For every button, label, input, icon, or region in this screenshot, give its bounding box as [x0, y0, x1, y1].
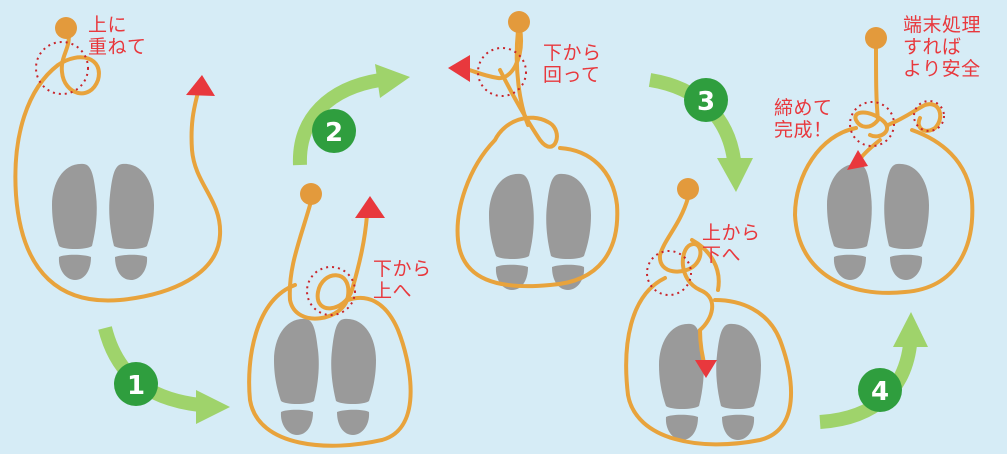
step-badge-3: 3 [684, 78, 728, 122]
rope-loop [455, 68, 620, 289]
highlight-circle [646, 250, 692, 296]
rope-loop [624, 276, 794, 447]
step-badge-2: 2 [312, 109, 356, 153]
step-badge-4-number: 4 [871, 377, 889, 407]
arrow-icon [847, 150, 868, 170]
rope-loop [247, 283, 413, 448]
panel-step-2 [247, 183, 413, 448]
rope-end-icon [55, 17, 77, 39]
step-badge-2-number: 2 [325, 118, 343, 148]
rope-loop [792, 126, 975, 295]
rope-knot [658, 196, 714, 372]
rope-crossing [287, 203, 369, 321]
step-4-label: 上から 下へ [702, 222, 761, 266]
step-badge-1-number: 1 [127, 371, 145, 401]
step-3-label: 下から 回って [543, 42, 602, 86]
panel-step-3 [448, 11, 620, 290]
footprints-icon [827, 164, 929, 280]
rope-knot [853, 43, 889, 139]
highlight-circle [477, 47, 527, 97]
rope-end-icon [300, 183, 322, 205]
step-badge-1: 1 [114, 362, 158, 406]
arrow-icon [355, 196, 385, 218]
rope-end-icon [508, 11, 530, 33]
arrow-icon [186, 75, 215, 96]
highlight-circle [35, 41, 89, 95]
flow-arrow-2 [292, 64, 410, 166]
panel-step-1 [13, 17, 223, 303]
footprints-icon [489, 174, 591, 290]
highlight-circle-end [913, 100, 945, 132]
final-right-label: 端末処理 すれば より安全 [903, 14, 982, 80]
highlight-circle [306, 266, 356, 316]
step-badge-3-number: 3 [697, 87, 715, 117]
footprints-icon [52, 164, 154, 280]
rope-end-icon [677, 178, 699, 200]
highlight-circle-knot [849, 101, 895, 147]
final-left-label: 締めて 完成！ [774, 97, 833, 141]
step-2-label: 下から 上へ [373, 258, 432, 302]
arrow-icon [695, 360, 717, 378]
arrow-icon [448, 55, 470, 82]
panel-step-4 [624, 178, 794, 447]
rope-loop [13, 28, 223, 303]
panel-final [792, 27, 975, 295]
step-1-label: 上に 重ねて [88, 14, 147, 58]
footprints-icon [659, 324, 761, 440]
footprints-icon [274, 319, 376, 435]
rope-end-icon [865, 27, 887, 49]
step-badge-4: 4 [858, 368, 902, 412]
